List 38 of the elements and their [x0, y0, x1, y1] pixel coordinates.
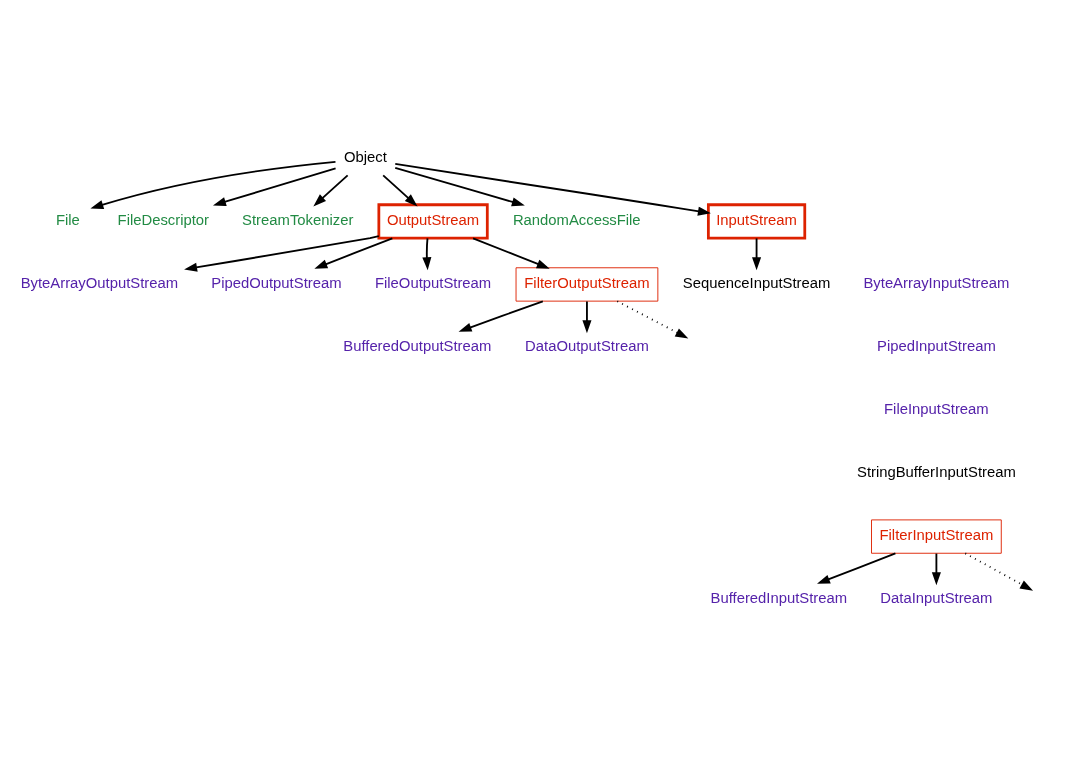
arrow [964, 552, 1034, 591]
arrow [817, 552, 897, 584]
node-text: PipedInputStream [877, 338, 996, 355]
arrow [314, 237, 394, 269]
arrow [931, 552, 941, 586]
node-text: DataOutputStream [525, 338, 649, 355]
node-text: BufferedOutputStream [343, 338, 492, 355]
arrow [472, 237, 550, 269]
node-text: ByteArrayInputStream [863, 274, 1010, 291]
node-text: RandomAccessFile [512, 211, 641, 228]
node-text: StringBufferInputStream [856, 464, 1016, 481]
arrow [582, 300, 592, 334]
node-box: FilterOutputStream [515, 267, 659, 302]
arrow [90, 160, 337, 209]
node-text: StreamTokenizer [242, 211, 354, 228]
arrow [184, 235, 380, 272]
node-text: SequenceInputStream [682, 274, 831, 291]
node-text: FileDescriptor [117, 211, 210, 228]
node-text: FileOutputStream [374, 274, 492, 291]
arrow [382, 174, 418, 207]
arrow [752, 237, 762, 271]
arrow [394, 163, 711, 216]
arrow [394, 167, 525, 207]
node-text: File [55, 211, 80, 228]
node-text: BufferedInputStream [710, 590, 848, 607]
node-text: DataInputStream [880, 590, 993, 607]
node-box: InputStream [707, 203, 807, 240]
node-text: PipedOutputStream [211, 274, 342, 291]
node-box: FilterInputStream [871, 519, 1002, 554]
arrow [422, 237, 432, 271]
arrow [212, 167, 337, 207]
node-text: FileInputStream [884, 401, 989, 418]
node-text: ByteArrayOutputStream [20, 274, 179, 291]
node-box: OutputStream [377, 203, 489, 240]
arrow [313, 174, 349, 207]
arrow [616, 300, 689, 339]
arrow [458, 300, 544, 332]
node-text: Object [343, 148, 387, 165]
